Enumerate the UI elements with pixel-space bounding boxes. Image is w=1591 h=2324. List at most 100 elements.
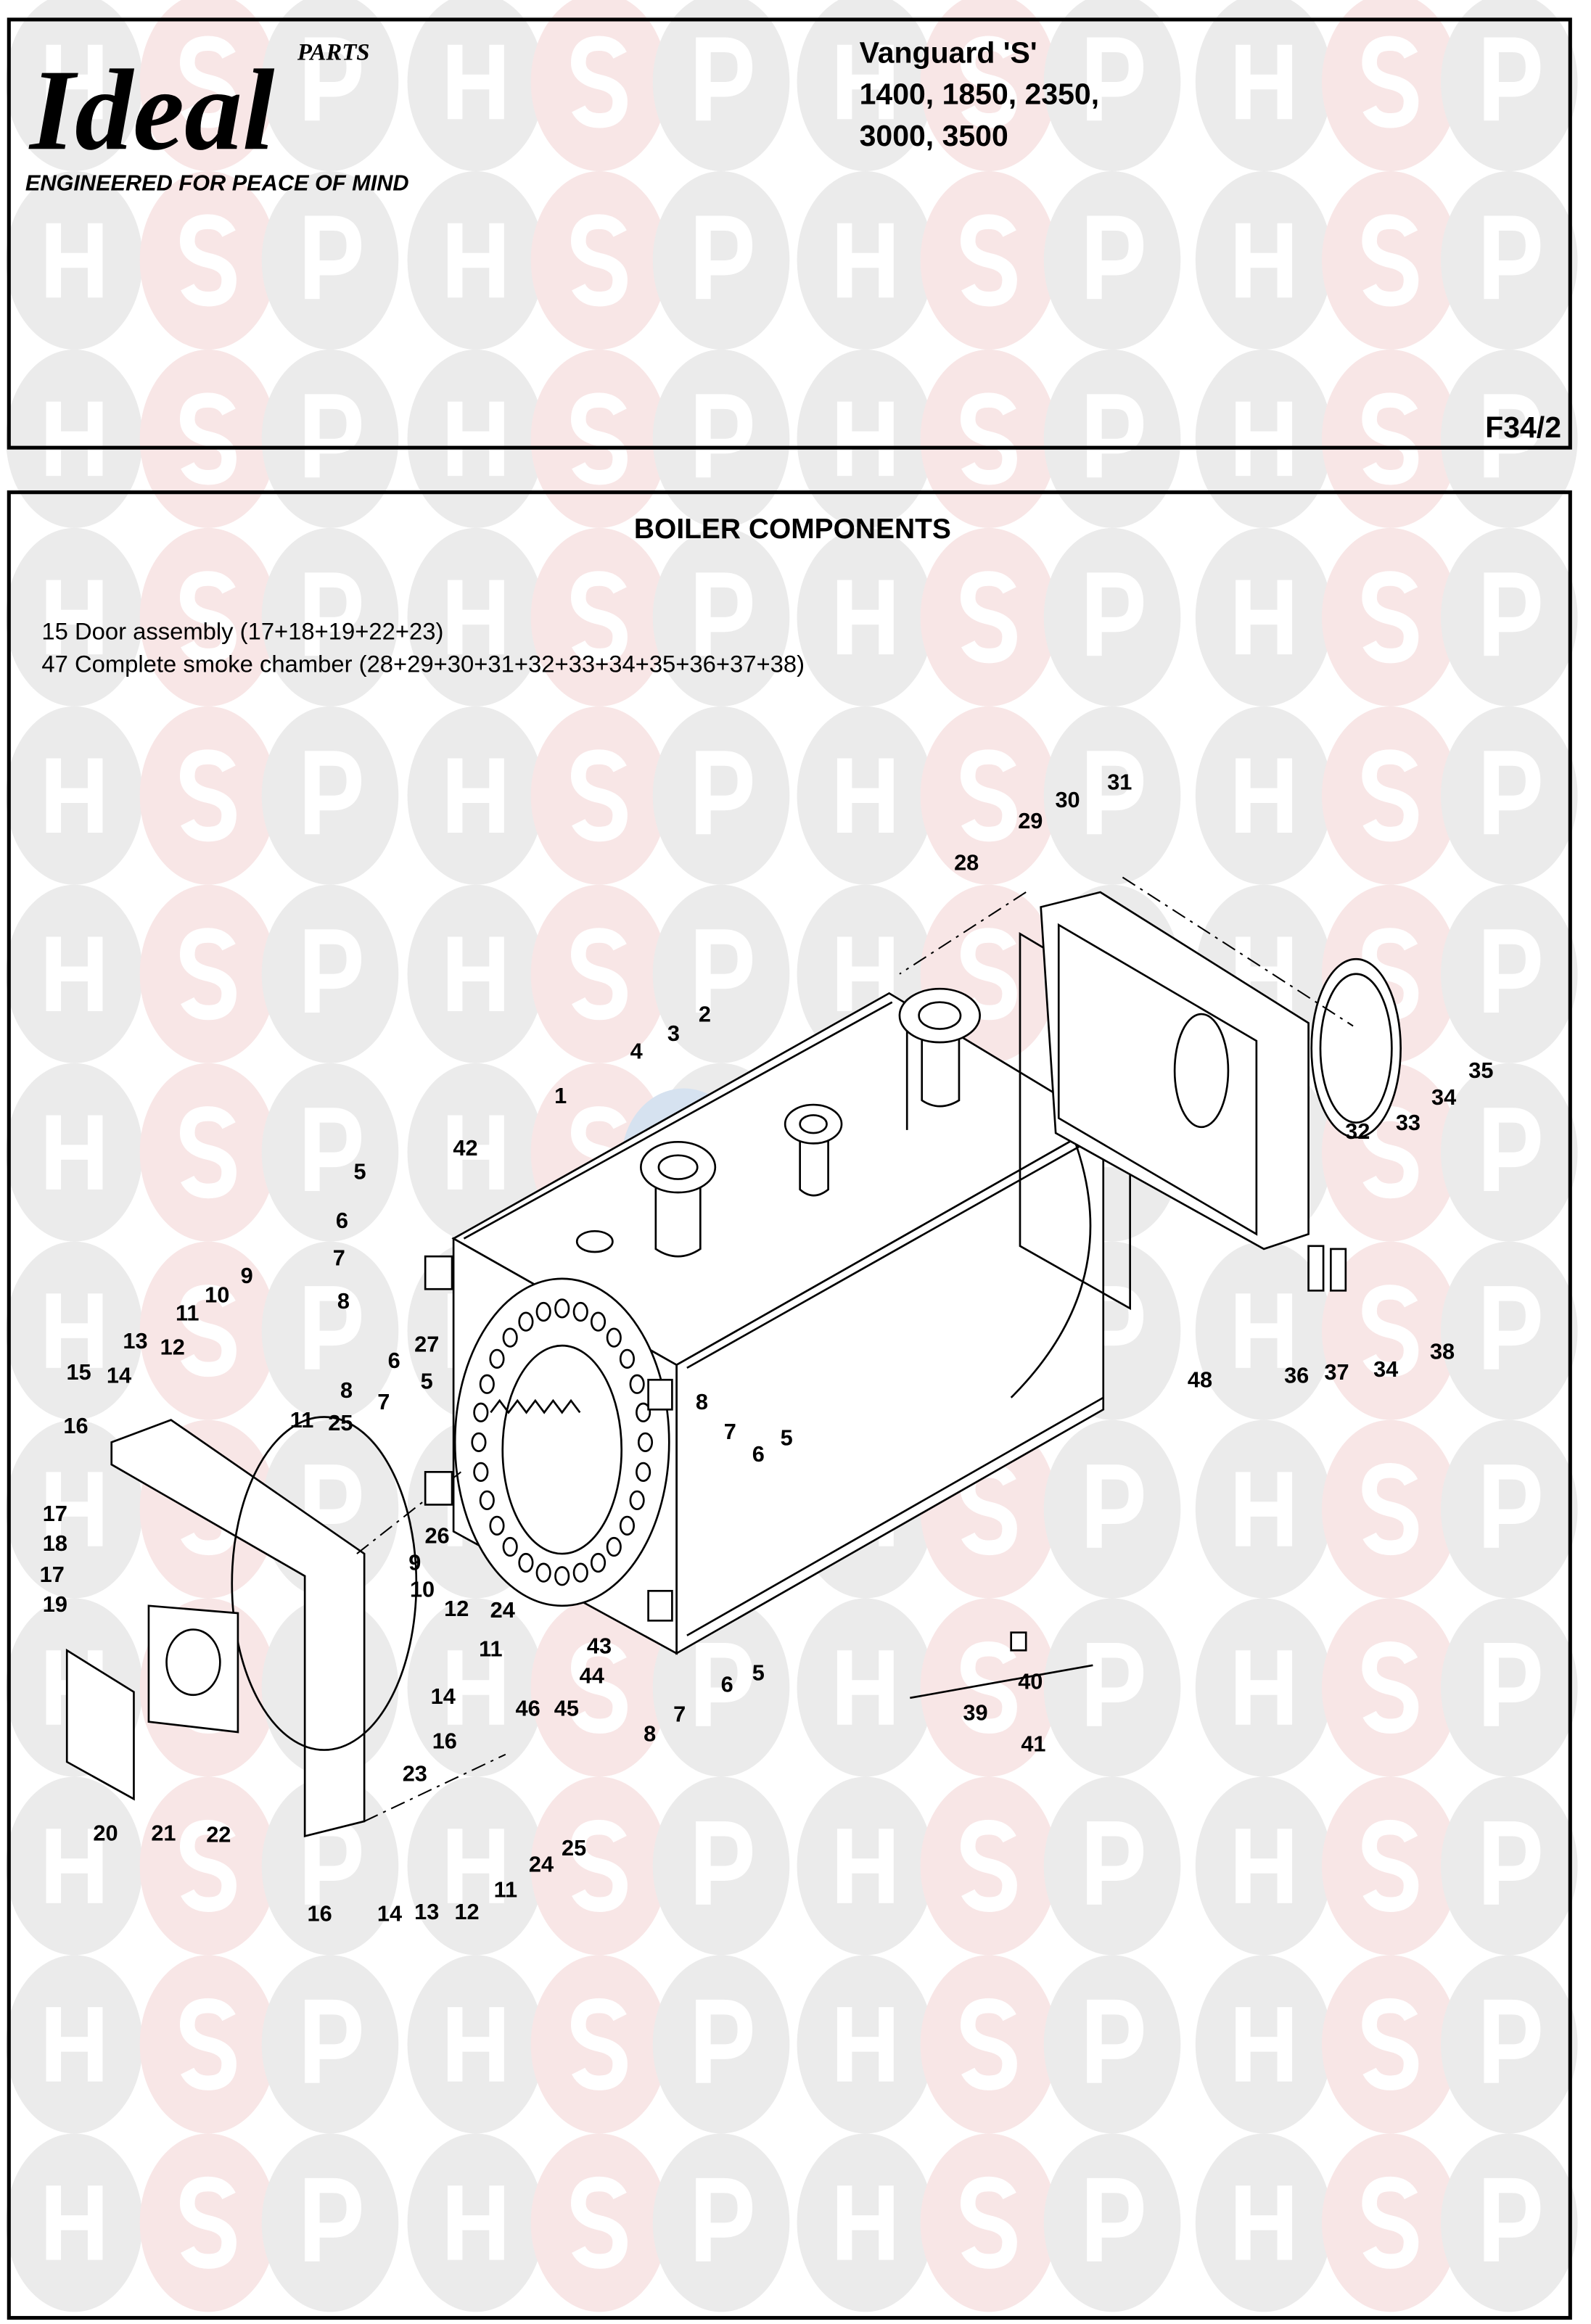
watermark-s: [1322, 349, 1459, 528]
callout-11: 11: [290, 1407, 314, 1433]
note-smoke-chamber: 47 Complete smoke chamber (28+29+30+31+3…: [41, 651, 805, 677]
tube-hole: [572, 1562, 588, 1583]
watermark-p: [652, 1955, 790, 2134]
watermark-p: [1440, 170, 1578, 350]
watermark-h: [6, 0, 143, 171]
model-line-1: Vanguard 'S': [860, 36, 1037, 69]
callout-16: 16: [63, 1413, 88, 1438]
callout-29: 29: [1018, 808, 1043, 833]
watermark-s: [139, 1241, 277, 1420]
logo-brand: Ideal: [28, 46, 275, 174]
callout-13: 13: [123, 1328, 147, 1353]
callout-39: 39: [963, 1700, 987, 1726]
watermark-p: [652, 170, 790, 350]
callout-30: 30: [1055, 787, 1080, 812]
callout-34: 34: [1431, 1084, 1456, 1110]
callout-37: 37: [1324, 1359, 1349, 1385]
callout-9: 9: [408, 1550, 421, 1575]
model-line-2: 1400, 1850, 2350,: [860, 78, 1099, 111]
watermark-p: [1043, 170, 1181, 350]
watermark-s: [1322, 2133, 1459, 2312]
callout-9: 9: [241, 1263, 253, 1288]
callout-17: 17: [43, 1501, 67, 1526]
callout-36: 36: [1284, 1362, 1309, 1388]
ideal-logo: Ideal PARTS: [28, 39, 369, 174]
watermark-p: [652, 706, 790, 885]
watermark-h: [1195, 2133, 1333, 2312]
watermark-p: [652, 527, 790, 706]
callout-46: 46: [515, 1695, 540, 1721]
watermark-p: [652, 884, 790, 1063]
callout-6: 6: [721, 1672, 733, 1697]
callout-26: 26: [424, 1523, 449, 1549]
callout-11: 11: [479, 1636, 503, 1661]
sensor-pocket: [910, 1631, 1093, 1699]
watermark-s: [139, 884, 277, 1063]
watermark-s: [1322, 527, 1459, 706]
callout-28: 28: [954, 849, 979, 875]
watermark-h: [407, 2133, 545, 2312]
callout-5: 5: [421, 1369, 433, 1394]
watermark-p: [1440, 884, 1578, 1063]
watermark-p: [1440, 1063, 1578, 1242]
watermark-s: [920, 1955, 1058, 2134]
watermark-s: [530, 706, 668, 885]
watermark-s: [530, 349, 668, 528]
watermark-s: [1322, 1241, 1459, 1420]
callout-4: 4: [630, 1039, 643, 1064]
watermark-s: [530, 527, 668, 706]
watermark-h: [407, 706, 545, 885]
watermark-p: [1043, 0, 1181, 171]
watermark-h: [1195, 1241, 1333, 1420]
watermark-s: [139, 706, 277, 885]
watermark-p: [1043, 2133, 1181, 2312]
tube-hole: [535, 1562, 551, 1583]
watermark-s: [139, 2133, 277, 2312]
callout-12: 12: [454, 1899, 479, 1924]
watermark-s: [530, 2133, 668, 2312]
watermark-p: [261, 2133, 399, 2312]
tube-hole: [619, 1348, 636, 1369]
watermark-s: [139, 1955, 277, 2134]
watermark-s: [139, 527, 277, 706]
callout-14: 14: [377, 1900, 402, 1926]
tube-hole: [518, 1552, 534, 1573]
callout-13: 13: [414, 1899, 439, 1924]
callout-17: 17: [40, 1562, 65, 1587]
callout-8: 8: [337, 1288, 350, 1314]
watermark-h: [6, 2133, 143, 2312]
callout-2: 2: [699, 1001, 711, 1026]
callout-1: 1: [554, 1083, 567, 1108]
watermark-h: [6, 1419, 143, 1599]
watermark-h: [1195, 1598, 1333, 1777]
watermark-p: [1440, 349, 1578, 528]
watermark-s: [920, 527, 1058, 706]
callout-12: 12: [160, 1334, 185, 1359]
watermark-h: [1195, 527, 1333, 706]
callout-44: 44: [580, 1662, 604, 1688]
tube-hole: [479, 1490, 495, 1510]
callout-19: 19: [43, 1591, 67, 1617]
tube-hole: [535, 1301, 551, 1322]
callout-34: 34: [1373, 1356, 1398, 1382]
watermark-s: [1322, 1955, 1459, 2134]
tube-hole: [606, 1327, 622, 1348]
watermark-h: [407, 1776, 545, 1956]
watermark-p: [1441, 0, 1578, 171]
model-line-3: 3000, 3500: [860, 119, 1008, 152]
watermark-h: [797, 1776, 934, 1956]
tube-hole: [489, 1348, 505, 1369]
callout-14: 14: [431, 1684, 456, 1709]
watermark-s: [139, 349, 277, 528]
watermark-s: [920, 349, 1058, 528]
watermark-p: [652, 2133, 790, 2312]
callout-16: 16: [432, 1728, 457, 1754]
watermark-p: [1440, 1598, 1578, 1777]
watermark-p: [261, 884, 399, 1063]
watermark-p: [1043, 527, 1181, 706]
watermark-s: [920, 0, 1058, 171]
tube-hole: [489, 1515, 505, 1536]
logo-tagline: ENGINEERED FOR PEACE OF MIND: [25, 170, 409, 196]
watermark-p: [1440, 1419, 1578, 1599]
